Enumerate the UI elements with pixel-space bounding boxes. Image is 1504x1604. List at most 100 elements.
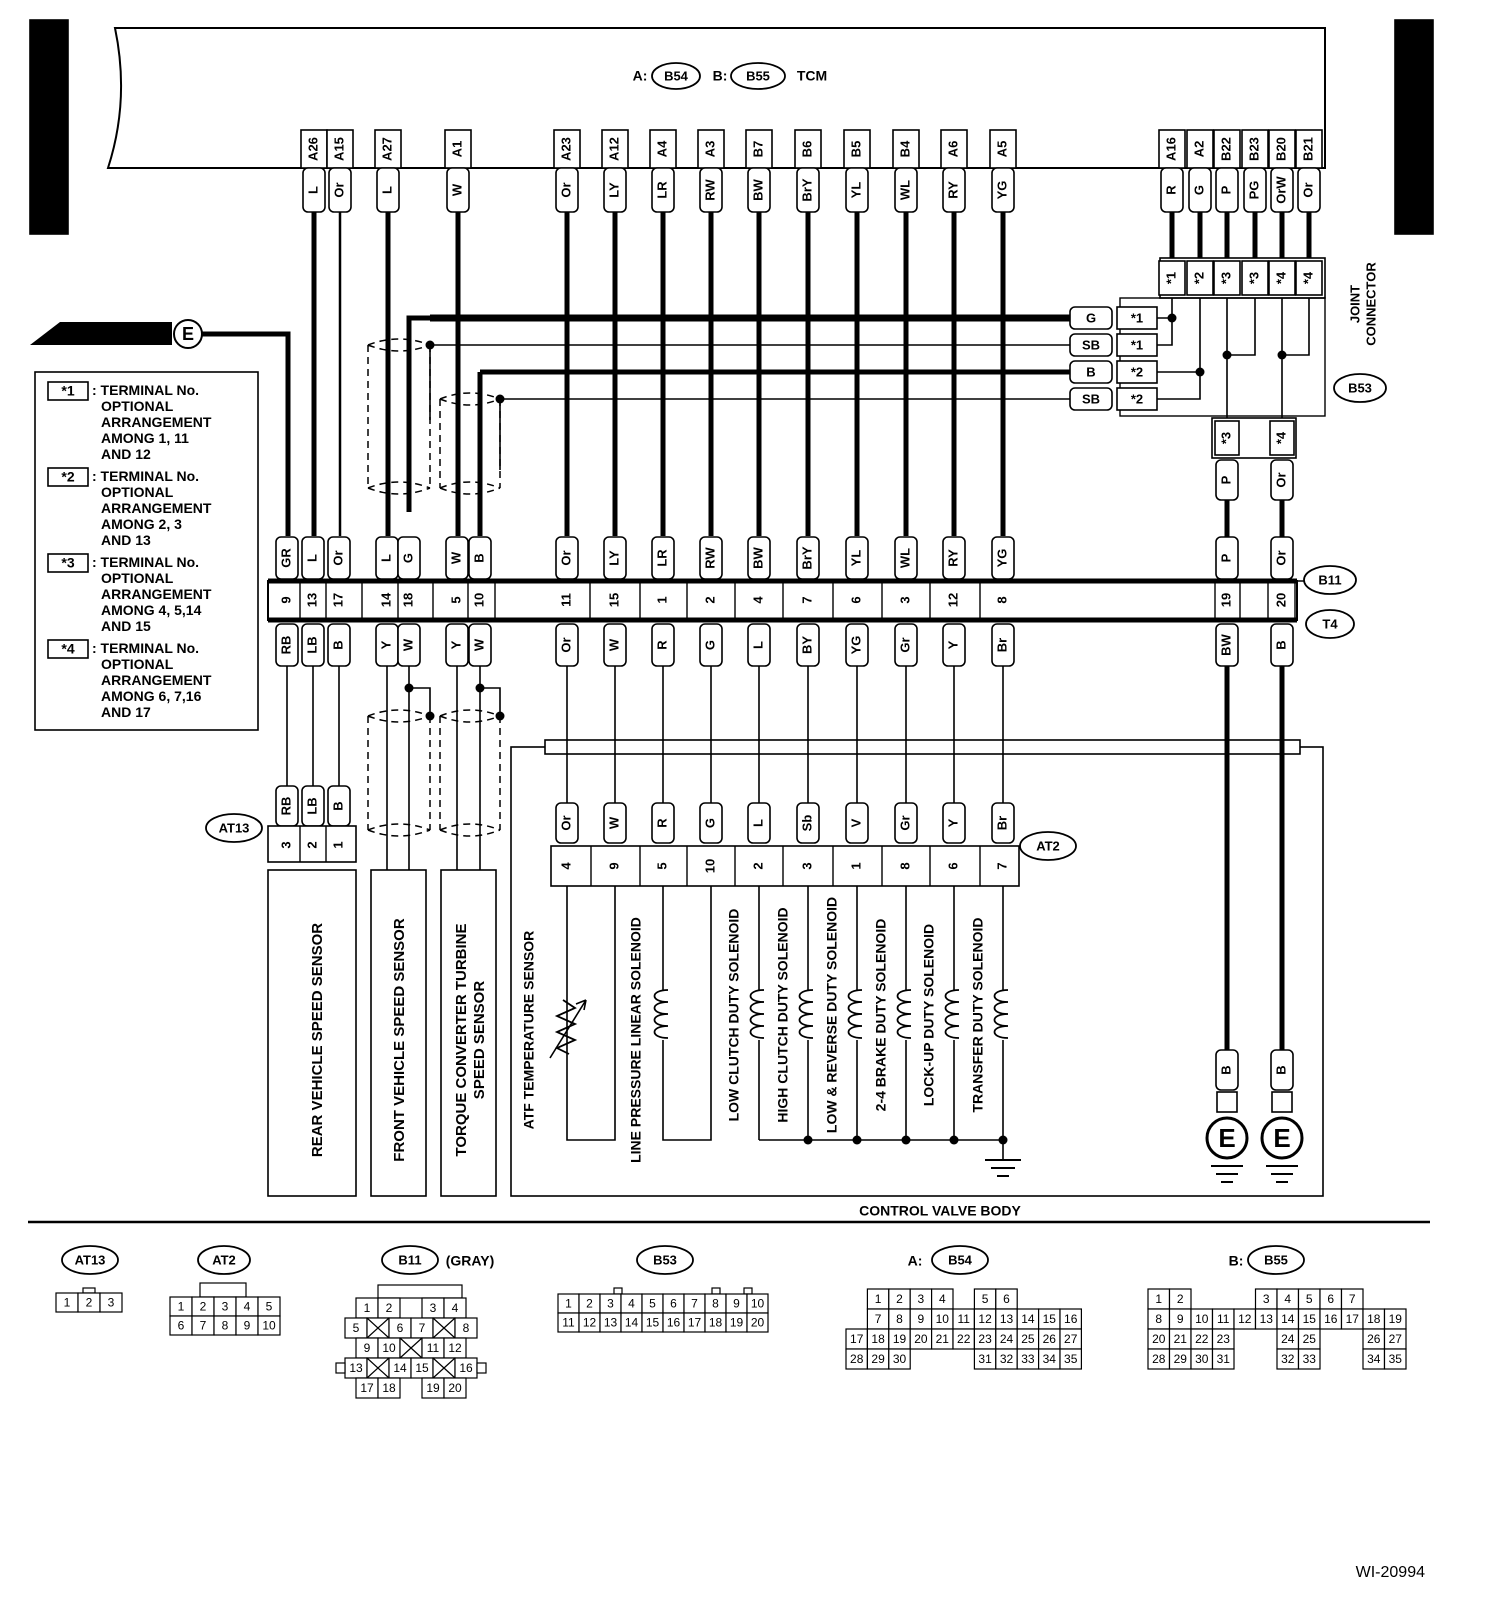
- joint-top-mark: *2: [1191, 272, 1206, 284]
- connector-pin-number: 26: [1043, 1332, 1057, 1346]
- connector-pin-number: 13: [604, 1316, 618, 1330]
- tcm-wire-label: LR: [654, 181, 669, 199]
- at2-wire-label: G: [702, 818, 717, 828]
- line-pressure-label: LINE PRESSURE LINEAR SOLENOID: [628, 917, 644, 1163]
- connector-pin-number: 6: [1327, 1292, 1334, 1306]
- low-reverse-label: LOW & REVERSE DUTY SOLENOID: [824, 897, 840, 1133]
- solenoid-wire: [662, 886, 712, 1141]
- joint-wire-g: [406, 315, 430, 512]
- legend-line: AND 17: [101, 704, 151, 720]
- at2-pin: 4: [558, 862, 573, 870]
- legend-mark: *1: [61, 383, 74, 399]
- connector-pin-number: 16: [667, 1316, 681, 1330]
- b11-top-wire: YG: [994, 549, 1009, 568]
- connector-pin-number: 20: [751, 1316, 765, 1330]
- junction-dot: [803, 1135, 813, 1145]
- tcm-wire-label-box: [747, 167, 771, 213]
- joint-bottom-mark: *3: [1218, 432, 1233, 444]
- b11-pin: 5: [448, 596, 463, 603]
- tcm-pin: A12: [606, 137, 621, 161]
- t4-id: T4: [1322, 616, 1338, 631]
- joint-top-pin: [1213, 260, 1241, 296]
- connector-pin-number: 2: [1177, 1292, 1184, 1306]
- b11-top-wire: RY: [945, 549, 960, 567]
- connector-pin-number: 13: [349, 1361, 363, 1375]
- legend-line: : TERMINAL No.: [92, 382, 199, 398]
- front-speed-sensor-box: [370, 869, 427, 1197]
- tcm-pin: B7: [750, 141, 765, 158]
- ref-in-label: 4AT-04: [114, 327, 156, 342]
- legend-mark-box: [47, 381, 89, 401]
- transfer-label: TRANSFER DUTY SOLENOID: [970, 918, 986, 1113]
- b11-bottom-wire: RB: [278, 636, 293, 655]
- joint-link: [1227, 298, 1256, 356]
- shield-front-upper: [367, 338, 431, 495]
- legend-line: AMONG 6, 7,16: [101, 688, 202, 704]
- connector-key: [335, 1362, 346, 1374]
- bottom-b11-id-oval: [381, 1245, 439, 1275]
- b11-bottom-wire: Gr: [897, 637, 912, 652]
- at2-pin: 7: [994, 862, 1009, 869]
- b11-pin: 9: [278, 596, 293, 603]
- at2-wire-label-box: [942, 802, 966, 844]
- tcm-wire-label-box: [1215, 167, 1239, 213]
- connector-pin-number: 1: [1155, 1292, 1162, 1306]
- ground-lug: [1216, 1091, 1238, 1113]
- connector-pin-number: 29: [1174, 1352, 1188, 1366]
- tcm-wire-label: Or: [331, 182, 346, 197]
- joint-top-mark: *4: [1300, 271, 1315, 284]
- tcm-pin: B6: [799, 141, 814, 158]
- at13-wire-label: RB: [278, 797, 293, 816]
- blank-cell: [399, 1337, 423, 1359]
- shield-front-lower: [367, 709, 431, 837]
- front-speed-sensor-label: FRONT VEHICLE SPEED SENSOR: [391, 918, 408, 1162]
- at13-pin: 1: [330, 841, 345, 848]
- tcm-wire-label-box: [328, 167, 352, 213]
- connector-pin-number: 25: [1303, 1332, 1317, 1346]
- b11-top-wire: Or: [330, 550, 345, 565]
- at2-pin: 5: [654, 862, 669, 869]
- variable-arrow-icon: [549, 999, 587, 1059]
- connector-pin-number: 14: [393, 1361, 407, 1375]
- connector-pin-number: 15: [1303, 1312, 1317, 1326]
- tcm-pin-box: [601, 129, 629, 169]
- tcm-pin-box: [326, 129, 354, 169]
- tcm-wire-label-box: [1188, 167, 1212, 213]
- connector-pin-number: 7: [691, 1297, 698, 1311]
- solenoid-coil-icon: [944, 989, 960, 1039]
- connector-pin-number: 24: [1000, 1332, 1014, 1346]
- b11-pin: 2: [702, 596, 717, 603]
- tcm-wire-label-box: [699, 167, 723, 213]
- tcm-pin: B23: [1246, 137, 1261, 161]
- joint-row-wire: B: [1086, 364, 1095, 379]
- connector-key: [377, 1284, 463, 1299]
- joint-row-mark: *2: [1131, 364, 1143, 379]
- blank-cell: [432, 1317, 456, 1339]
- connector-pin-number: 33: [1303, 1352, 1317, 1366]
- joint-bottom-pin: [1214, 420, 1240, 456]
- legend-line: AMONG 1, 11: [101, 430, 189, 446]
- connector-pin-number: 3: [430, 1301, 437, 1315]
- turbine-speed-sensor-box: [440, 869, 497, 1197]
- tcm-wire-label: R: [1163, 185, 1178, 195]
- at2-wire-label-box: [796, 802, 820, 844]
- connector-pin-number: 6: [397, 1321, 404, 1335]
- connector-pin-number: 10: [382, 1341, 396, 1355]
- joint-bottom-wire: Or: [1273, 472, 1288, 487]
- tcm-pin: A23: [558, 137, 573, 161]
- at2-wire-label: Br: [994, 816, 1009, 830]
- joint-row-wire: SB: [1082, 391, 1100, 406]
- legend-line: AND 13: [101, 532, 151, 548]
- b11-top-wire: LR: [654, 549, 669, 567]
- blank-cell: [366, 1317, 390, 1339]
- tcm-wire-label: L: [379, 186, 394, 194]
- tcm-wire-label: BrY: [799, 178, 814, 201]
- tcm-wire-label: Or: [1300, 182, 1315, 197]
- at2-block: [550, 845, 1020, 887]
- joint-top-mark: *1: [1163, 272, 1178, 284]
- at2-wire-label: Gr: [897, 815, 912, 830]
- b11-bottom-wire: L: [750, 641, 765, 649]
